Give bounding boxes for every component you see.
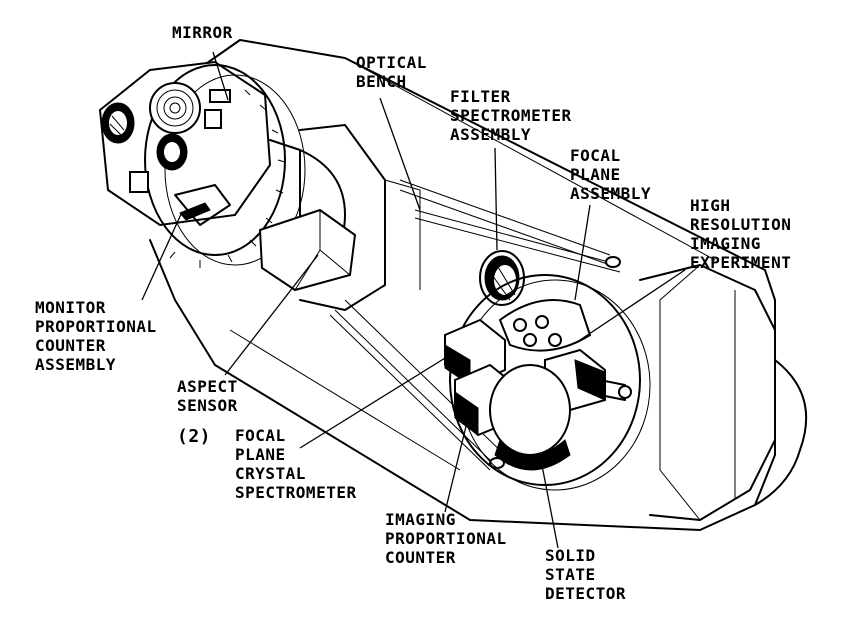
label-mirror: MIRROR (172, 23, 233, 42)
focal-plane-assembly (444, 274, 651, 491)
leader-mirror (212, 51, 229, 101)
label-optical-bench: OPTICAL BENCH (356, 53, 437, 91)
leader-lines (141, 51, 686, 549)
leader-solid-state (539, 454, 559, 549)
label-focal-plane-assembly: FOCAL PLANE ASSEMBLY (570, 146, 651, 203)
leader-filter-spectrometer (494, 147, 498, 251)
leader-imaging-counter (444, 409, 471, 513)
mirror-assembly (98, 60, 357, 292)
labels: MIRROR OPTICAL BENCH FILTER SPECTROMETER… (35, 23, 801, 603)
filter-spectrometer-assembly (479, 250, 525, 306)
label-imaging-counter: IMAGING PROPORTIONAL COUNTER (385, 510, 517, 567)
label-high-resolution: HIGH RESOLUTION IMAGING EXPERIMENT (690, 196, 801, 272)
leader-hri (579, 269, 686, 341)
leader-optical-bench (379, 97, 421, 211)
label-monitor-counter: MONITOR PROPORTIONAL COUNTER ASSEMBLY (35, 298, 167, 374)
leader-monitor-counter (141, 211, 183, 301)
label-crystal-spectrometer: FOCAL PLANE CRYSTAL SPECTROMETER (235, 426, 357, 502)
label-filter-spectrometer: FILTER SPECTROMETER ASSEMBLY (450, 87, 582, 144)
leader-aspect-sensor (224, 254, 319, 376)
spacecraft-body (149, 39, 808, 531)
label-solid-state: SOLID STATE DETECTOR (545, 546, 626, 603)
leader-focal-plane-assembly (574, 204, 591, 301)
leader-crystal-spectrometer (299, 354, 451, 449)
label-aspect-sensor: ASPECT SENSOR (2) (177, 377, 248, 447)
